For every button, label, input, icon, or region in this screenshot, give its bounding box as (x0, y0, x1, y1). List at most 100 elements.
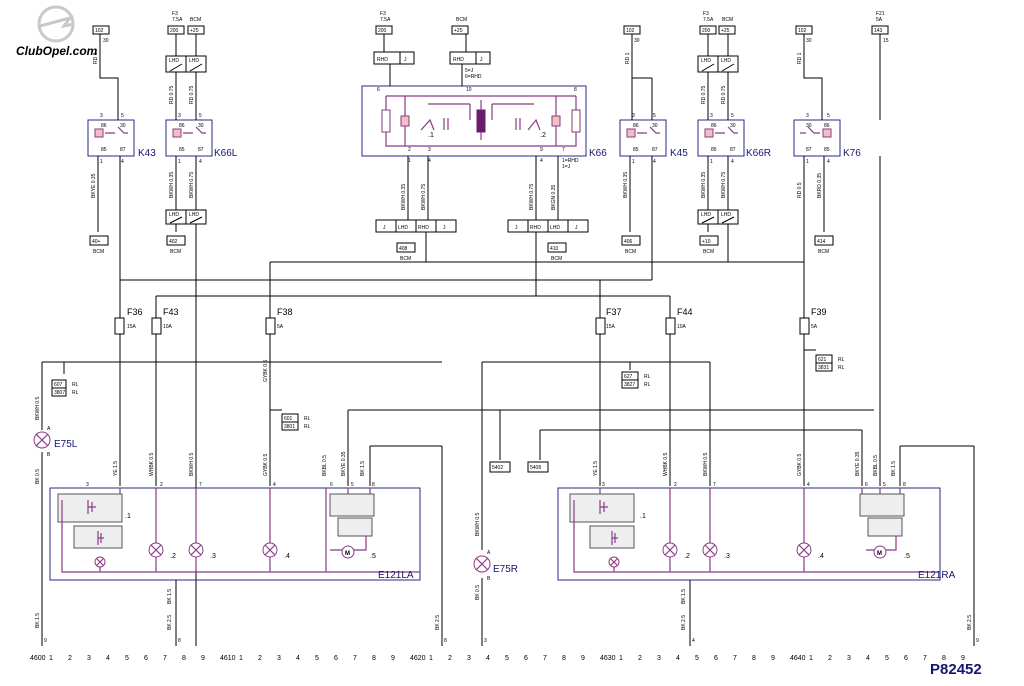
terminal-label: BCM (456, 17, 467, 23)
terminal-label: 30 (634, 38, 640, 44)
watermark-logo: ClubOpel.com (16, 5, 98, 58)
scale-label: 4600 (30, 655, 46, 662)
scale-label: 8 (182, 655, 186, 662)
relay-pin: 86 (633, 123, 639, 129)
lamp-label: E75L (54, 439, 78, 450)
scale-label: 4 (676, 655, 680, 662)
condition-label: 6=RHD (465, 74, 482, 80)
module-sub-label: .2 (684, 553, 690, 560)
module-pin: 7 (199, 482, 202, 488)
relay-label: K66L (214, 148, 238, 159)
module-sub-label: .3 (724, 553, 730, 560)
relay-pin: 4 (827, 159, 830, 165)
relay-label: K43 (138, 148, 156, 159)
module-pin: 7 (713, 482, 716, 488)
option-label: LHD (189, 58, 199, 64)
scale-label: 3 (657, 655, 661, 662)
wire-label: BK 1.5 (35, 613, 41, 628)
wire-label: BK 2.5 (435, 615, 441, 630)
wire-label: BK 1.5 (167, 589, 173, 604)
relay-pin: 85 (824, 147, 830, 153)
scale-label: 9 (771, 655, 775, 662)
module-pin: 8 (903, 482, 906, 488)
module-pin: 4 (807, 482, 810, 488)
option-label: RHD (418, 225, 429, 231)
wire-label: BKYE 0.35 (91, 173, 97, 198)
connector-label: 627 (624, 374, 633, 380)
wire-label: BK 2.5 (167, 615, 173, 630)
fuse-rating: 7.5A (172, 17, 183, 23)
relay-pin: 4 (653, 159, 656, 165)
wire-label: BKWH 0.35 (169, 172, 175, 198)
wiring: 40+ BCM 402 BCM 408 BCM 410 BCM 406 BCM … (41, 34, 975, 600)
ground-connections: 9 8 8 3 4 9 (41, 600, 979, 646)
scale-label: 4 (296, 655, 300, 662)
scale-label: 3 (87, 655, 91, 662)
scale-label: 6 (714, 655, 718, 662)
condition-label: 1=RHD (562, 158, 579, 164)
fuse-label: F38 (277, 307, 293, 317)
relay-pin: 3 (710, 113, 713, 119)
wire-label: BKWH 0.35 (701, 172, 707, 198)
relay-pin: 3 (806, 113, 809, 119)
relay-pin: 86 (824, 123, 830, 129)
ground-pin: 4 (692, 638, 695, 644)
relay-pin: 1 (806, 159, 809, 165)
wire-label: WHBK 0.5 (149, 452, 155, 476)
relay-k76: 3 5 30 86 87 85 K76 1 4 (793, 113, 861, 165)
fuse-label: F3 (172, 11, 178, 17)
relay-pin: 30 (120, 123, 126, 129)
module-label: E121LA (378, 570, 414, 581)
relay-pin: 5 (121, 113, 124, 119)
module-e121la: M .1 .2 .3 .4 .5 3 2 7 4 6 5 8 E121LA (49, 482, 421, 600)
wire-label: GYBK 0.5 (263, 360, 269, 382)
connector-label: 3801 (284, 424, 295, 430)
condition-label: 1=J (562, 164, 571, 170)
scale-label: 1 (429, 655, 433, 662)
wire-label: BK 1.5 (360, 461, 366, 476)
wire-label: BK 1.5 (681, 589, 687, 604)
wire-label: BKWH 0.35 (401, 184, 407, 210)
connector-label: BCM (818, 249, 829, 255)
scale-label: 8 (752, 655, 756, 662)
relay-pin: 30 (198, 123, 204, 129)
scale-label: 6 (144, 655, 148, 662)
wire-label: BKBL 0.5 (873, 455, 879, 476)
lamp-pin: A (47, 426, 51, 432)
relay-pin: 87 (198, 147, 204, 153)
scale-label: 4 (486, 655, 490, 662)
fuse-label: F43 (163, 307, 179, 317)
connector-label: 607 (54, 382, 63, 388)
relay-pin: 3 (632, 113, 635, 119)
connector-label: +10 (702, 239, 711, 245)
fuse-label: F36 (127, 307, 143, 317)
connector-label: BCM (170, 249, 181, 255)
fuse-rating: 5A (811, 324, 818, 330)
scale-label: 7 (543, 655, 547, 662)
scale-label: 2 (448, 655, 452, 662)
ground-pin: 9 (44, 638, 47, 644)
scale-label: 4640 (790, 655, 806, 662)
ground-pin: 3 (484, 638, 487, 644)
wire-label: RD 1 (625, 52, 631, 64)
terminal-label: 200 (702, 28, 711, 34)
terminal-label: BCM (722, 17, 733, 23)
wire-label: WHBK 0.5 (663, 452, 669, 476)
scale-label: 5 (885, 655, 889, 662)
relay-pin: 8 (574, 87, 577, 93)
terminal-label: +25 (721, 28, 730, 34)
lamp-e75r: A B E75R (473, 550, 518, 582)
relay-pin: 1 (408, 158, 411, 164)
scale-label: 2 (68, 655, 72, 662)
terminal-label: +25 (190, 28, 199, 34)
module-pin: 3 (86, 482, 89, 488)
wire-label: BKWH 0.5 (35, 396, 41, 420)
option-label: LHD (550, 225, 560, 231)
wire-label: BKBL 0.5 (322, 455, 328, 476)
wire-label: BKRD 0.35 (817, 173, 823, 198)
ground-pin: 9 (976, 638, 979, 644)
scale-label: 9 (201, 655, 205, 662)
relay-pin: 1 (632, 159, 635, 165)
fuse-label: F3 (703, 11, 709, 17)
